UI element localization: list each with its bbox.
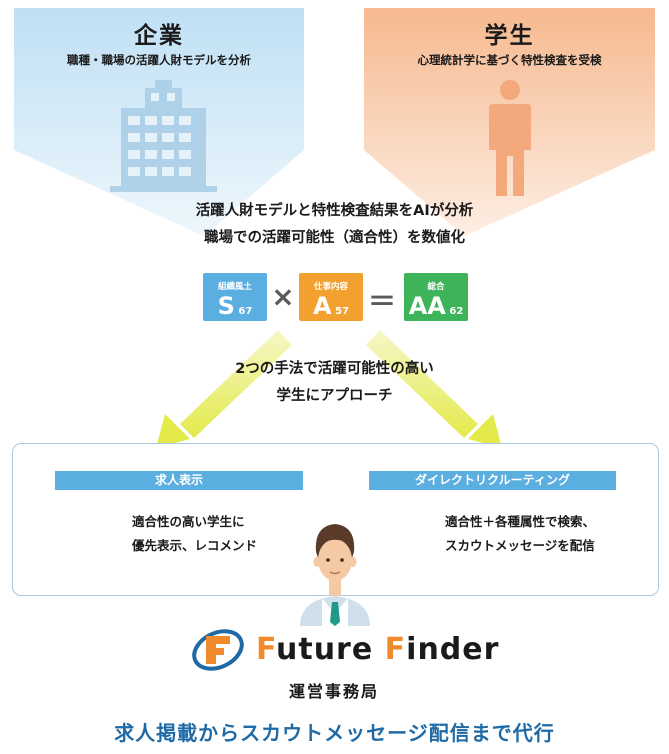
tile-letter: AA [408, 292, 446, 320]
company-subtitle: 職種・職場の活躍人財モデルを分析 [67, 53, 251, 67]
analysis-text: 活躍人財モデルと特性検査結果をAIが分析 職場での活躍可能性（適合性）を数値化 [100, 198, 569, 252]
equals-operator: ＝ [367, 285, 396, 318]
footer-tagline: 求人掲載からスカウトメッセージ配信まで代行 [114, 721, 555, 745]
brand-name: Future Finder [256, 632, 499, 667]
brand-word-2: inder [406, 632, 500, 667]
student-title: 学生 [484, 23, 535, 49]
tile-caption: 仕事内容 [313, 282, 348, 292]
method-left-line-1: 適合性の高い学生に [132, 514, 245, 529]
brand-word-1: uture [276, 632, 385, 667]
method-left-text: 適合性の高い学生に 優先表示、レコメンド [132, 510, 302, 558]
times-operator: × [271, 280, 295, 313]
approach-text: 2つの手法で活躍可能性の高い 学生にアプローチ [170, 356, 499, 410]
approach-line-1: 2つの手法で活躍可能性の高い [235, 361, 434, 377]
score-tile-culture: 組織風土 S 67 [203, 273, 267, 321]
company-title: 企業 [134, 23, 184, 49]
tile-caption: 総合 [427, 282, 445, 292]
score-tile-job: 仕事内容 A 57 [299, 273, 363, 321]
future-finder-logo-icon [192, 629, 244, 671]
method-left-line-2: 優先表示、レコメンド [132, 538, 258, 553]
brand-f2: F [384, 632, 407, 667]
tile-score: 57 [335, 306, 349, 317]
arrow-right [366, 330, 502, 448]
tile-score: 67 [238, 306, 253, 317]
office-label: 運営事務局 [288, 682, 379, 701]
method-right-line-1: 適合性＋各種属性で検索、 [445, 514, 596, 529]
tile-letter: A [313, 292, 332, 320]
tile-letter: S [217, 292, 235, 320]
tile-caption: 組織風土 [217, 282, 252, 292]
analysis-line-1: 活躍人財モデルと特性検査結果をAIが分析 [195, 203, 474, 219]
method-label-direct-recruiting: ダイレクトリクルーティング [369, 471, 616, 490]
arrow-left [156, 330, 292, 448]
student-person-icon [489, 80, 531, 196]
analysis-line-2: 職場での活躍可能性（適合性）を数値化 [204, 230, 465, 246]
method-right-line-2: スカウトメッセージを配信 [445, 538, 595, 553]
method-label-job-display: 求人表示 [55, 471, 303, 490]
brand-f1: F [256, 632, 276, 667]
student-subtitle: 心理統計学に基づく特性検査を受検 [417, 53, 602, 67]
score-tile-total: 総合 AA 62 [404, 273, 468, 321]
method-right-text: 適合性＋各種属性で検索、 スカウトメッセージを配信 [445, 510, 645, 558]
tile-score: 62 [449, 306, 464, 317]
staff-avatar [300, 524, 370, 626]
approach-line-2: 学生にアプローチ [276, 388, 393, 404]
